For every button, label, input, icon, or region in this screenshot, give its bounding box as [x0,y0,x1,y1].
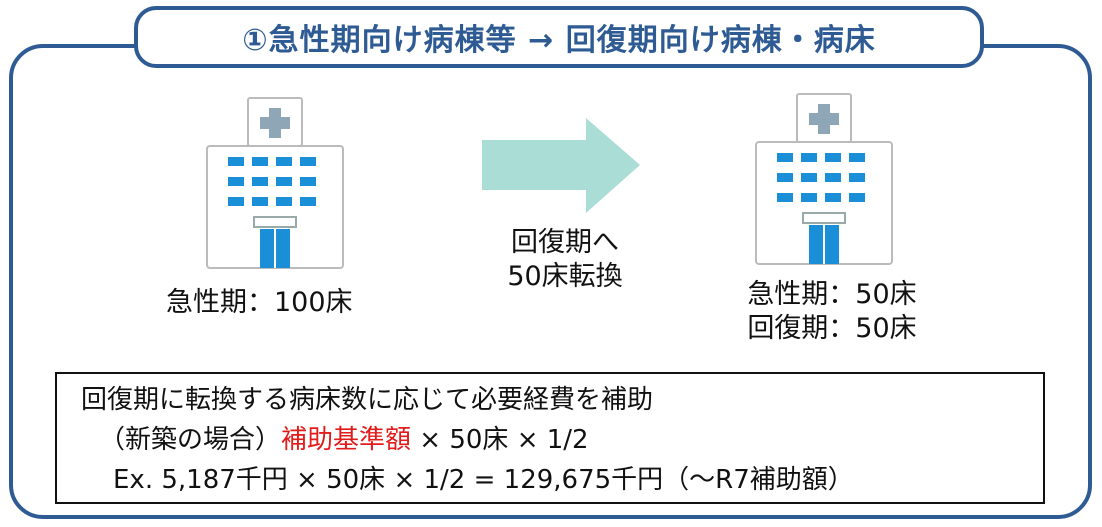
arrow-caption: 回復期へ 50床転換 [490,226,640,294]
subsidy-base-amount-label: 補助基準額 [281,425,412,455]
arrow-caption-line2: 50床転換 [507,261,623,292]
title-tab: ①急性期向け病棟等 → 回復期向け病棟・病床 [134,6,984,68]
left-hospital-label: 急性期：100床 [166,287,353,318]
info-line-2-suffix: × 50床 × 1/2 [411,425,589,455]
subsidy-info-box: 回復期に転換する病床数に応じて必要経費を補助 （新築の場合）補助基準額 × 50… [55,372,1045,504]
hospital-building-icon [206,97,344,269]
hospital-building-icon [755,93,893,265]
right-hospital-label: 急性期：50床 回復期：50床 [722,278,942,346]
info-line-1: 回復期に転換する病床数に応じて必要経費を補助 [81,385,654,415]
arrow-caption-line1: 回復期へ [511,227,619,258]
info-line-2-prefix: （新築の場合） [99,425,282,455]
right-arrow-icon [482,118,640,213]
info-line-3: Ex. 5,187千円 × 50床 × 1/2 = 129,675千円（～R7補… [113,465,854,495]
info-line-2: （新築の場合）補助基準額 × 50床 × 1/2 [81,420,1043,460]
right-hospital-line1: 急性期：50床 [747,279,917,310]
page-title: ①急性期向け病棟等 → 回復期向け病棟・病床 [242,23,876,58]
right-hospital-line2: 回復期：50床 [747,313,917,344]
